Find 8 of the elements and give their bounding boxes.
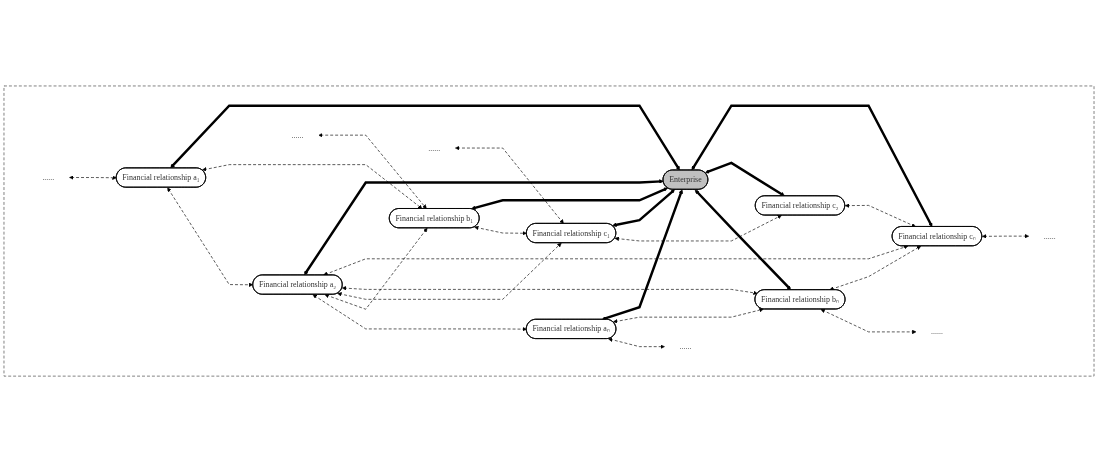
arrow: [705, 161, 785, 197]
arrow: [601, 189, 683, 321]
arrow: [170, 104, 680, 171]
arrow: [471, 187, 668, 210]
cluster: [3, 85, 1095, 377]
arrow: [694, 189, 792, 291]
arrow: [612, 189, 675, 227]
arrow: [304, 179, 664, 276]
